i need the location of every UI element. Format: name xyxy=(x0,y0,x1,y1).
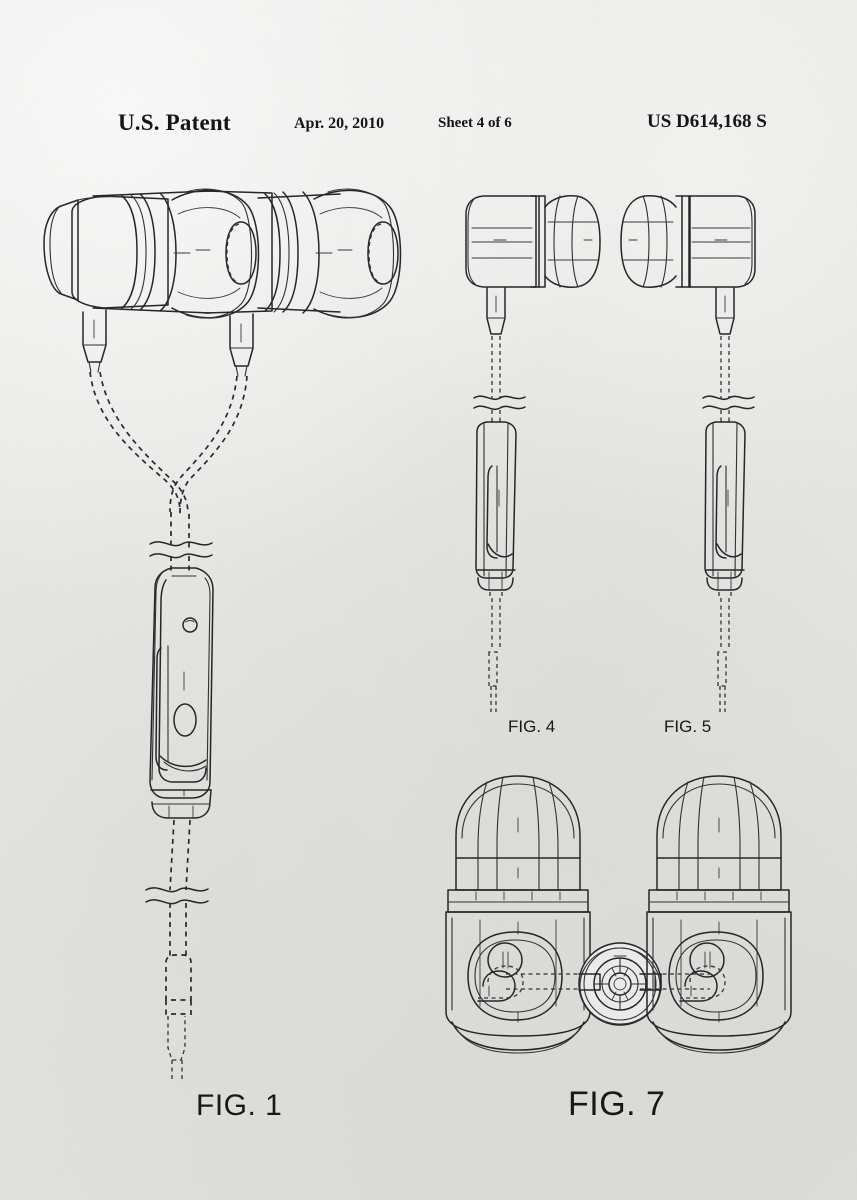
fig1-cord-break-mark-lower xyxy=(145,887,209,905)
figure-5-drawing xyxy=(620,195,756,712)
figure-7-drawing xyxy=(445,775,792,1054)
figure-caption-fig-4: FIG. 4 xyxy=(508,717,556,736)
figure-caption-fig-7: FIG. 7 xyxy=(568,1085,666,1123)
fig1-cords xyxy=(89,371,248,548)
patent-date: Apr. 20, 2010 xyxy=(294,115,385,132)
fig1-right-earphone xyxy=(204,188,402,319)
patent-office-label: U.S. Patent xyxy=(118,110,231,135)
sheet-header: U.S. Patent Apr. 20, 2010 Sheet 4 of 6 U… xyxy=(0,110,857,140)
fig4-inline-remote-module xyxy=(475,421,517,591)
figure-4-drawing xyxy=(465,195,601,712)
patent-number: US D614,168 S xyxy=(647,111,767,132)
fig1-lower-cord xyxy=(145,819,209,960)
figure-caption-fig-1: FIG. 1 xyxy=(196,1089,283,1122)
figure-1-drawing xyxy=(43,188,402,1082)
figure-caption-fig-5: FIG. 5 xyxy=(664,717,712,736)
fig1-left-earphone xyxy=(43,188,260,319)
fig5-inline-remote-module xyxy=(704,421,746,591)
fig1-plug xyxy=(165,954,192,1082)
fig7-center-connector xyxy=(578,942,662,1026)
fig1-inline-remote-module xyxy=(149,556,214,819)
fig7-left-housing xyxy=(445,775,600,1054)
fig1-cord-break-mark-upper xyxy=(149,541,213,559)
sheet-number: Sheet 4 of 6 xyxy=(438,115,512,131)
fig1-strain-relief-left xyxy=(82,309,107,373)
fig7-right-housing xyxy=(640,775,792,1054)
fig1-strain-relief-right xyxy=(229,313,254,377)
